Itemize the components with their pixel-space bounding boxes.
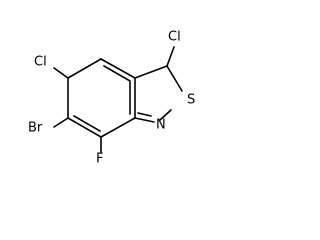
bond-c3-cl xyxy=(53,67,69,79)
bond-c7-s xyxy=(166,65,183,92)
nitrogen-atom-label: N xyxy=(156,118,166,133)
bond-c4-c3 xyxy=(67,58,102,79)
bond-n-c6 xyxy=(134,117,155,123)
chemical-structure-diagram: Cl Cl Br F S N xyxy=(28,30,195,167)
bond-c2-br xyxy=(53,117,69,128)
bond-c7-cl xyxy=(166,46,175,67)
bond-c2-c1 xyxy=(67,117,102,138)
bond-c1-c6 xyxy=(100,117,136,138)
bond-c4-c5-inner xyxy=(103,65,131,82)
bromine-atom-label: Br xyxy=(28,121,43,136)
fluorine-atom-label: F xyxy=(96,152,103,167)
chlorine-atom-label-top-right: Cl xyxy=(168,30,181,45)
bond-n-c6-inner xyxy=(137,112,152,117)
sulfur-atom-label: S xyxy=(187,93,195,108)
bond-c4-c5 xyxy=(100,58,136,79)
bond-c2-c1-inner xyxy=(73,115,101,132)
chlorine-atom-label-top-left: Cl xyxy=(34,55,47,70)
bond-c5-c7 xyxy=(134,65,168,79)
bond-s-n xyxy=(159,109,172,121)
